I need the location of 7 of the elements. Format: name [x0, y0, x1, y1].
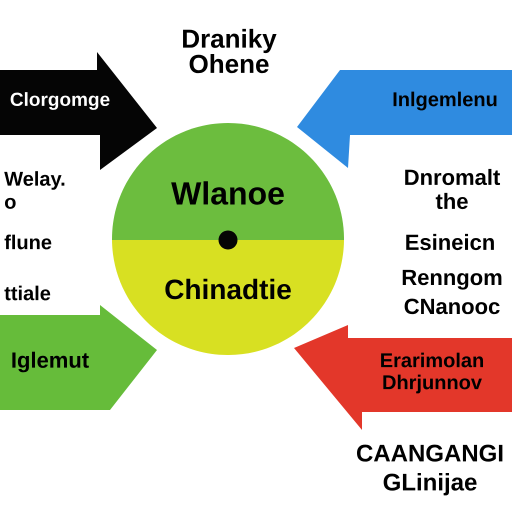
title: Draniky Ohene: [183, 28, 277, 74]
text-label: Dnromalt the: [405, 168, 500, 210]
node-label: Chinadtie: [165, 278, 291, 300]
text-label: Renngom CNanooc: [402, 270, 502, 314]
text-label: Welay. o: [4, 171, 64, 209]
text-label: Esineicn: [406, 234, 494, 250]
text-label: flune: [4, 234, 52, 250]
